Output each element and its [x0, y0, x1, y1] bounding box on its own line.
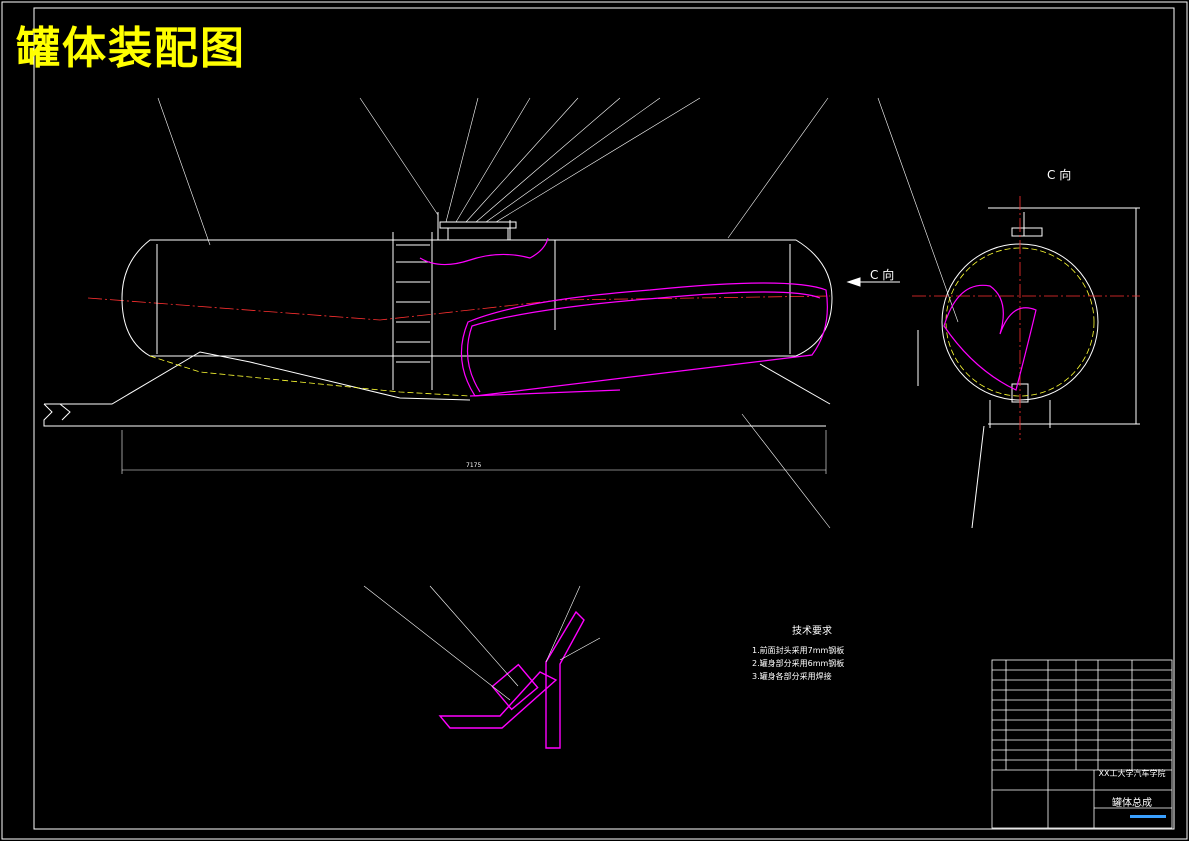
detail-view — [438, 610, 585, 749]
tech-item: 3.罐身各部分采用焊接 — [752, 672, 832, 681]
tank-body — [121, 232, 833, 390]
tech-item: 1.前面封头采用7mm钢板 — [752, 646, 845, 655]
title-block-school: XX工大学汽车学院 — [1098, 769, 1166, 778]
title-block-frame — [991, 659, 1173, 829]
chassis-frame — [43, 351, 831, 427]
ladder — [396, 244, 430, 363]
end-view-hidden-circle — [945, 247, 1095, 397]
end-view — [917, 207, 1140, 529]
title-block-drawing-name: 罐体总成 — [1112, 798, 1152, 809]
hidden-line — [149, 355, 471, 397]
drawing-frame-inner — [33, 7, 1175, 830]
overall-dimension-text: 7175 — [466, 462, 482, 469]
detail-leaders — [363, 585, 601, 701]
title-block-bar — [1130, 815, 1166, 818]
end-view-inner-profile — [943, 284, 1037, 391]
overall-dimension-line — [121, 430, 827, 474]
c-direction-arrow — [846, 277, 900, 287]
tech-item: 2.罐身部分采用6mm钢板 — [752, 659, 845, 668]
tank-inner-profile — [419, 237, 828, 397]
c-view-label: C 向 — [1047, 168, 1072, 182]
leader-lines — [157, 97, 959, 529]
technical-requirements: 技术要求 1.前面封头采用7mm钢板 2.罐身部分采用6mm钢板 3.罐身各部分… — [752, 625, 844, 683]
manhole — [437, 212, 517, 241]
c-direction-label: C 向 — [870, 268, 895, 282]
drawing-title: 罐体装配图 — [16, 23, 246, 74]
center-line — [87, 295, 831, 321]
tech-heading: 技术要求 — [792, 626, 832, 637]
